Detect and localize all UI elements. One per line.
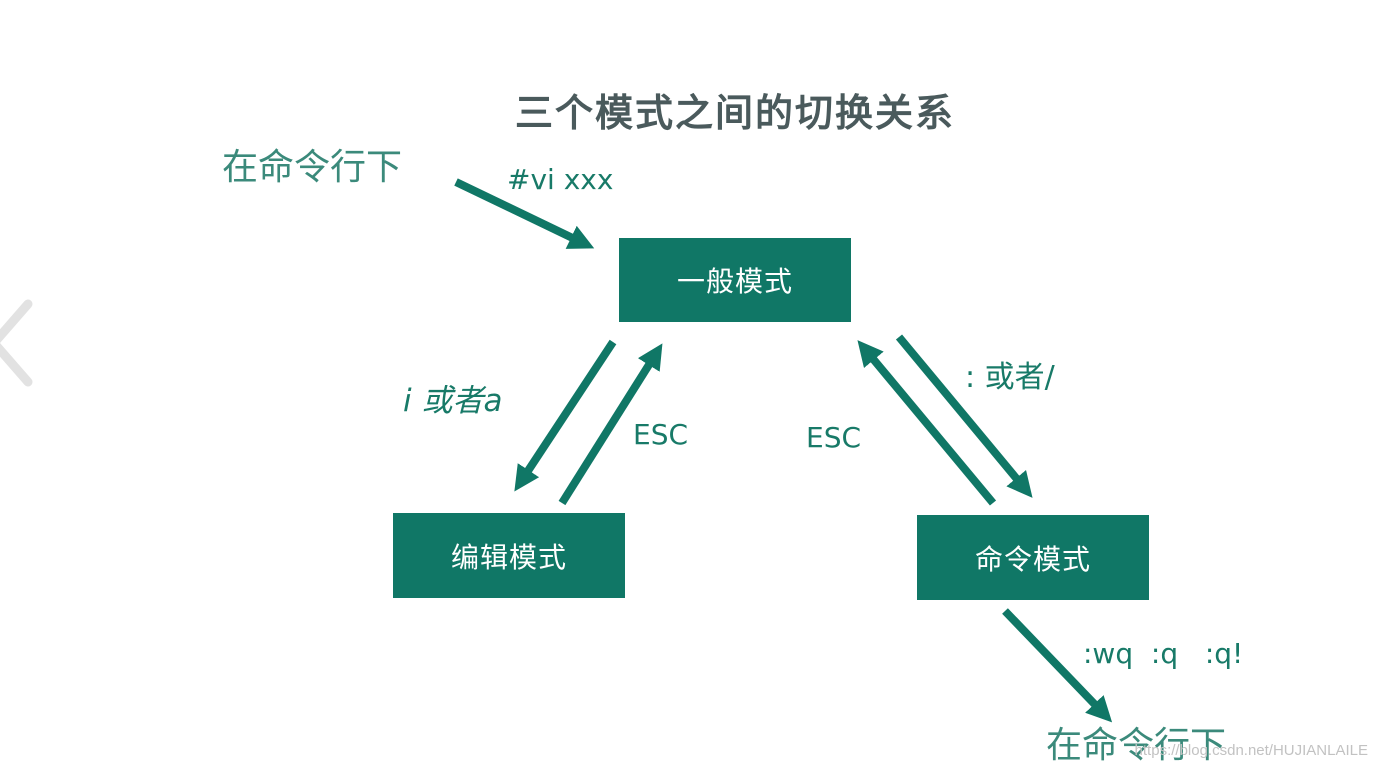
quit-commands-label: :wq :q :q! bbox=[1083, 637, 1244, 670]
shell-in-label: 在命令行下 bbox=[222, 147, 403, 188]
to-edit-label: i 或者a bbox=[403, 383, 503, 419]
arrow-edit-to-normal bbox=[558, 343, 663, 506]
arrow-command-to-normal bbox=[857, 340, 997, 506]
normal-mode-box: 一般模式 bbox=[619, 238, 851, 322]
open-file-command-label: #vi xxx bbox=[507, 163, 614, 196]
back-chevron-icon[interactable] bbox=[0, 298, 72, 388]
to-command-label: : 或者/ bbox=[965, 360, 1055, 395]
shell-out-label: 在命令行下 bbox=[1046, 725, 1227, 766]
command-mode-box: 命令模式 bbox=[917, 515, 1149, 600]
arrow-normal-to-command bbox=[895, 334, 1033, 498]
arrow-command-to-shell bbox=[1002, 608, 1113, 723]
arrow-shell-to-normal bbox=[454, 178, 595, 249]
diagram-title: 三个模式之间的切换关系 bbox=[514, 91, 955, 135]
edit-mode-box: 编辑模式 bbox=[393, 513, 625, 598]
command-esc-label: ESC bbox=[806, 421, 862, 454]
watermark: https://blog.csdn.net/HUJIANLAILE bbox=[1134, 742, 1368, 759]
arrow-normal-to-edit bbox=[514, 339, 617, 492]
edit-esc-label: ESC bbox=[633, 418, 689, 451]
